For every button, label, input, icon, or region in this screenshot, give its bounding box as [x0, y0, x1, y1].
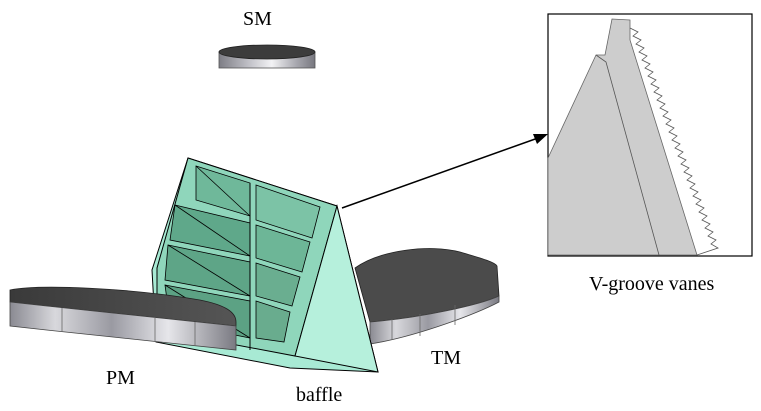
- vgroove-inset: [547, 13, 753, 257]
- callout-arrow: [341, 134, 548, 209]
- sm-label: SM: [243, 8, 272, 30]
- vgroove-teeth: [629, 27, 719, 256]
- tm-label: TM: [431, 347, 461, 369]
- baffle-label: baffle: [296, 384, 343, 406]
- tertiary-mirror: [354, 248, 500, 345]
- primary-mirror: [9, 286, 237, 351]
- pm-label: PM: [106, 367, 135, 389]
- vgroove-label: V-groove vanes: [589, 273, 715, 295]
- secondary-mirror: [218, 44, 316, 69]
